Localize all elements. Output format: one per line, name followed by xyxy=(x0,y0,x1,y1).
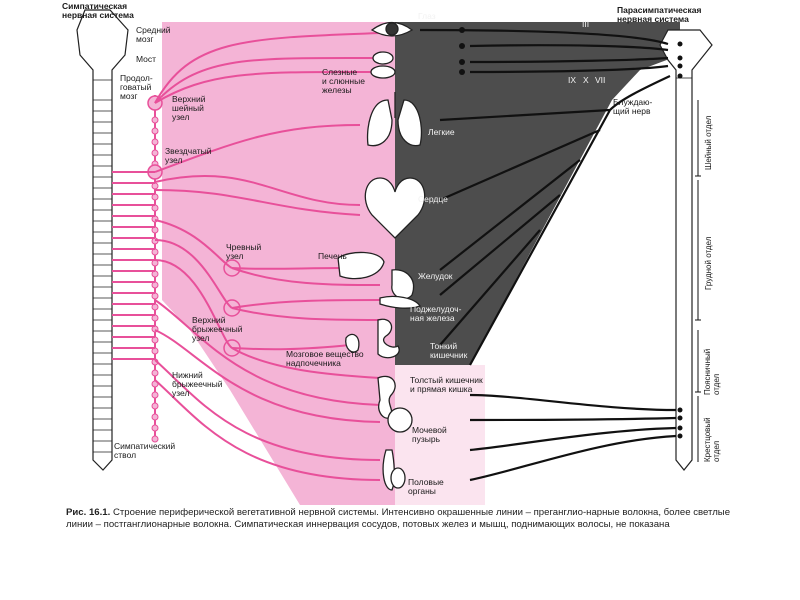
parasympathetic-fibers xyxy=(419,28,677,482)
section-lumbar: Поясничный отдел xyxy=(703,348,721,395)
sympathetic-region xyxy=(162,22,395,505)
heart-icon xyxy=(364,177,426,239)
label-adrenal-medulla: Мозговое вещество надпочечника xyxy=(286,349,364,368)
section-thoracic: Грудной отдел xyxy=(704,236,713,290)
postganglionic-fibers xyxy=(154,32,381,481)
label-pancreas: Поджелудоч- ная железа xyxy=(410,304,462,323)
caption-lead: Рис. 16.1. xyxy=(66,507,111,518)
label-small-intestine: Тонкий кишечник xyxy=(430,341,468,360)
organs xyxy=(337,21,426,491)
lower-organ-area xyxy=(395,365,485,505)
pancreas-icon xyxy=(379,295,421,309)
label-sympathetic-trunk: Симпатический ствол xyxy=(114,441,176,460)
label-glands: Слезные и слюнные железы xyxy=(322,67,365,95)
label-stellate-ganglion: Звездчатый узел xyxy=(165,146,212,165)
small-intestine-icon xyxy=(377,318,400,359)
section-sacral: Крестцовый отдел xyxy=(703,417,721,462)
parasympathetic-system-title: Парасимпатическая нервная система xyxy=(617,5,702,24)
genitals-icon xyxy=(382,449,406,491)
large-intestine-icon xyxy=(377,375,396,419)
label-heart: Сердце xyxy=(418,194,448,204)
label-nerve-7: VII xyxy=(595,75,606,85)
liver-icon xyxy=(337,251,385,280)
stomach-icon xyxy=(391,269,415,300)
figure-caption: Рис. 16.1. Строение периферической вегет… xyxy=(66,507,756,531)
label-celiac-ganglion: Чревный узел xyxy=(226,242,262,261)
preganglionic-fibers xyxy=(112,171,155,360)
label-inferior-mesenteric-ganglion: Нижний брыжеечный узел xyxy=(172,370,223,398)
adrenal-icon xyxy=(345,333,360,353)
glands-icon xyxy=(370,51,396,79)
label-medulla: Продол- говатый мозг xyxy=(120,73,153,101)
section-cervical: Шейный отдел xyxy=(704,115,713,170)
eye-icon xyxy=(370,21,414,37)
label-eye: Глаз xyxy=(418,11,436,21)
label-pons: Мост xyxy=(136,54,157,64)
ganglion-dots xyxy=(459,27,683,439)
label-nerve-9: IX xyxy=(568,75,577,85)
label-superior-mesenteric-ganglion: Верхний брыжеечный узел xyxy=(192,315,243,343)
label-vagus-nerve: Блуждаю- щий нерв xyxy=(613,97,653,116)
label-bladder: Мочевой пузырь xyxy=(412,425,447,444)
label-liver: Печень xyxy=(318,251,347,261)
section-brackets xyxy=(695,100,701,462)
label-genitals: Половые органы xyxy=(408,477,444,496)
label-stomach: Желудок xyxy=(418,271,453,281)
bladder-icon xyxy=(387,407,413,433)
label-midbrain: Средний мозг xyxy=(136,25,171,44)
label-superior-cervical-ganglion: Верхний шейный узел xyxy=(172,94,206,122)
label-large-intestine: Толстый кишечник и прямая кишка xyxy=(410,375,483,394)
label-nerve-10: X xyxy=(583,75,589,85)
label-lungs: Легкие xyxy=(428,127,455,137)
label-nerve-3: III xyxy=(582,19,590,29)
caption-text: Строение периферической вегетативной нер… xyxy=(66,507,731,530)
sympathetic-spinal-cord xyxy=(76,9,129,471)
lungs-icon xyxy=(366,92,423,147)
sympathetic-system-title: Симпатическая нервная система xyxy=(62,1,134,20)
